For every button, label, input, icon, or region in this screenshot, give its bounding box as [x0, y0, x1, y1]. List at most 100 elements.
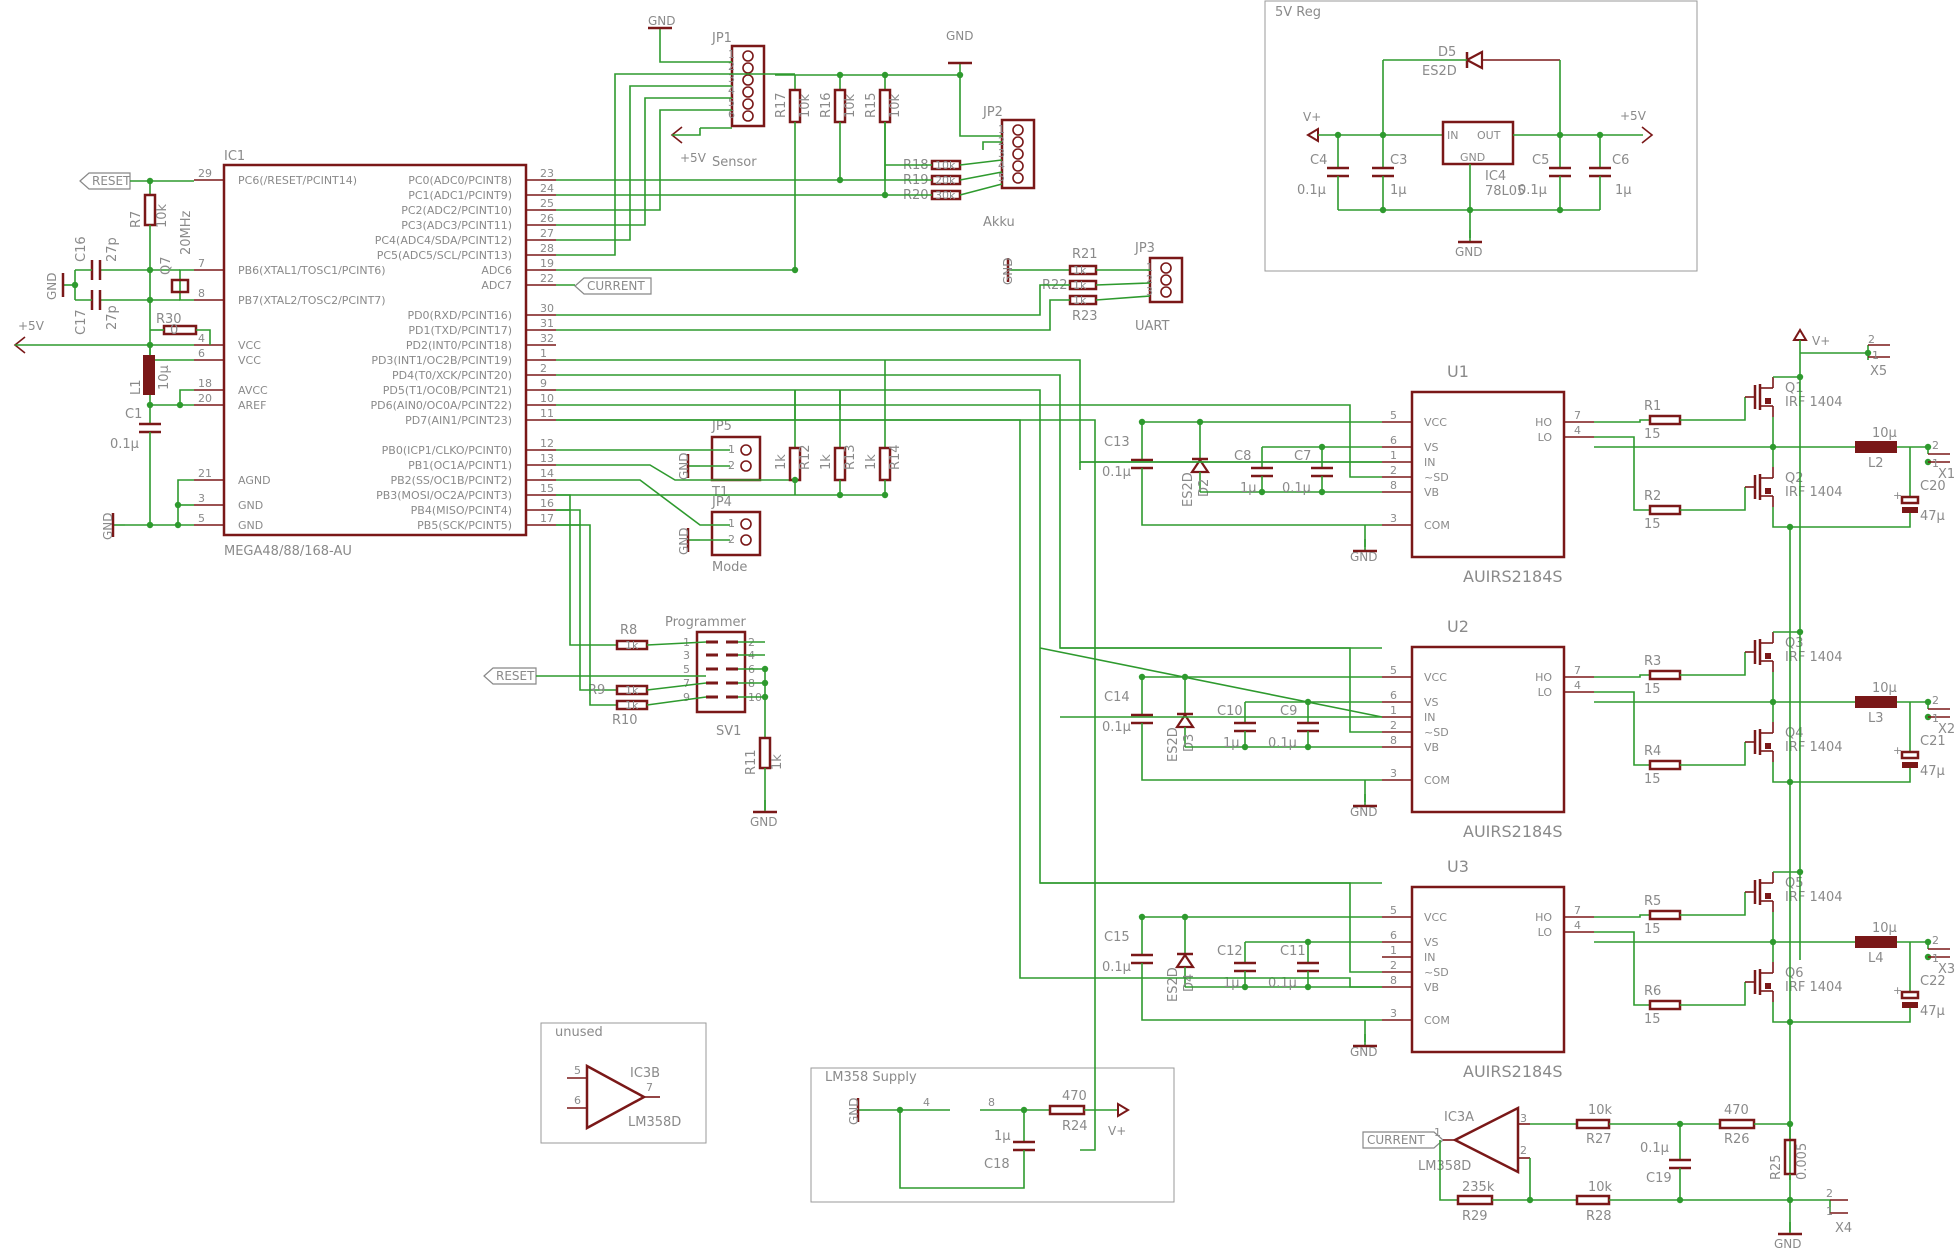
driver-pin-num: 3: [1390, 1007, 1397, 1020]
r29-resistor: [1456, 1194, 1494, 1206]
r24-resistor: [1048, 1104, 1086, 1116]
ic4-out: OUT: [1477, 129, 1501, 142]
driver-value: AUIRS2184S: [1463, 822, 1563, 841]
gnd-label: GND: [847, 1097, 861, 1125]
c6-value: 1µ: [1615, 183, 1632, 198]
cvcc-ref: C15: [1104, 930, 1130, 945]
ic1-pin-name: PD3(INT1/OC2B/PCINT19): [371, 354, 512, 367]
jp3-pin-num: 2: [1146, 273, 1153, 286]
current-flag-label: CURRENT: [587, 279, 645, 293]
output-cap-ref: C21: [1920, 734, 1946, 749]
jp3-pin-num: 1: [1146, 261, 1153, 274]
c4-value: 0.1µ: [1297, 183, 1326, 198]
driver-value: AUIRS2184S: [1463, 1062, 1563, 1081]
r9-ref: R9: [588, 683, 605, 698]
mosfet-high-value: IRF 1404: [1785, 650, 1843, 665]
vplus-label: V+: [1812, 334, 1830, 348]
vplus-arrow-rail: [1792, 328, 1808, 341]
ic3a-ref: IC3A: [1444, 1110, 1474, 1125]
pb-res-ref: R14: [888, 444, 903, 470]
boot-cap1-2: [1234, 961, 1256, 973]
ic1-pin-name: PB0(ICP1/CLKO/PCINT0): [382, 444, 512, 457]
c6-ref: C6: [1612, 153, 1629, 168]
r29-value: 235k: [1462, 1180, 1495, 1195]
r7-resistor: [143, 193, 157, 227]
sv1-pin: 7: [683, 677, 690, 690]
gate-res-l-1: [1648, 759, 1682, 771]
reg-frame: [1264, 0, 1698, 272]
sensor-res-value: 10k: [843, 93, 858, 118]
pb-res-ref: R13: [843, 444, 858, 470]
cvcc-ref: C14: [1104, 690, 1130, 705]
x4-pin: 1: [1826, 1205, 1833, 1218]
gate-res-l-ref: R2: [1644, 489, 1661, 504]
boot-cap1-0: [1251, 466, 1273, 478]
ic1-pin-name: PC2(ADC2/PCINT10): [401, 204, 512, 217]
sensor-res-ref: R16: [819, 92, 834, 118]
output-inductor-value: 10µ: [1872, 681, 1897, 696]
cvcc-value: 0.1µ: [1102, 465, 1131, 480]
jp2-ref: JP2: [982, 105, 1003, 120]
c17-value: 27p: [105, 305, 120, 330]
ic1-pin-name: AGND: [238, 474, 271, 487]
jp1-pin-num: 6: [728, 108, 735, 121]
driver-pin-name: HO: [1535, 671, 1552, 684]
gate-res-h-ref: R5: [1644, 894, 1661, 909]
unused-frame: [540, 1022, 707, 1144]
c16-ref: C16: [74, 236, 89, 262]
jp4-ref: JP4: [711, 495, 732, 510]
ic1-pin-name: PD7(AIN1/PCINT23): [405, 414, 512, 427]
ic1-pin-name: PD4(T0/XCK/PCINT20): [392, 369, 512, 382]
gate-res-h-value: 15: [1644, 427, 1661, 442]
ic3a-value: LM358D: [1418, 1159, 1471, 1174]
d5-ref: D5: [1438, 45, 1456, 60]
uart-res-value: 1k: [1073, 279, 1087, 292]
gnd-driver-1: [1353, 794, 1377, 808]
akku-res-value: 20k: [935, 174, 956, 187]
boot-cap1-value: 1µ: [1223, 736, 1240, 751]
driver-pin-name: HO: [1535, 416, 1552, 429]
bootstrap-diode-1: [1174, 712, 1196, 729]
ic1-pin-name: GND: [238, 519, 263, 532]
current-flag-label-flag: [574, 277, 652, 295]
driver-pin-num: 5: [1390, 904, 1397, 917]
driver-pin-num: 2: [1390, 719, 1397, 732]
driver-pin-name: ~SD: [1424, 966, 1449, 979]
driver-ref: U3: [1447, 857, 1469, 876]
jp1-ref: JP1: [711, 31, 732, 46]
gnd-label: GND: [677, 452, 691, 480]
q7-crystal: [170, 278, 190, 294]
ic1-pin-num: 1: [540, 347, 547, 360]
d5-diode: [1464, 50, 1484, 70]
p5v-arrow-reg: [1641, 126, 1654, 144]
driver-pin-num: 7: [1574, 664, 1581, 677]
ic1-pin-name: ADC7: [481, 279, 512, 292]
output-cap-value: 47µ: [1920, 1004, 1945, 1019]
c5-ref: C5: [1532, 153, 1549, 168]
gate-res-l-ref: R6: [1644, 984, 1661, 999]
ic4-gnd: GND: [1460, 151, 1485, 164]
uart-res-value: 1k: [1073, 264, 1087, 277]
ic1-pin-name: PB5(SCK/PCINT5): [417, 519, 512, 532]
driver-pin-num: 4: [1574, 919, 1581, 932]
gnd-jp1: [648, 26, 672, 40]
x5-pin: 2: [1868, 333, 1875, 346]
driver-pin-num: 5: [1390, 664, 1397, 677]
current-sense-flag-label: CURRENT: [1367, 1133, 1425, 1147]
r7-value: 10k: [155, 203, 170, 228]
mosfet-high-value: IRF 1404: [1785, 395, 1843, 410]
lm358-pin-8: 8: [988, 1096, 995, 1109]
driver-pin-num: 7: [1574, 409, 1581, 422]
r10-value: 1k: [625, 699, 639, 712]
driver-pin-num: 8: [1390, 734, 1397, 747]
ic1-pin-name: PB4(MISO/PCINT4): [411, 504, 512, 517]
gnd-label: GND: [1455, 245, 1483, 259]
ic1-pin-name: PB2(SS/OC1B/PCINT2): [390, 474, 512, 487]
pb-res-ref: R12: [798, 444, 813, 470]
driver-pin-name: ~SD: [1424, 471, 1449, 484]
x5-ref: X5: [1870, 364, 1887, 379]
c18-value: 1µ: [994, 1129, 1011, 1144]
connector-ref: X1: [1938, 467, 1955, 482]
jp5-pin: 2: [728, 459, 735, 472]
